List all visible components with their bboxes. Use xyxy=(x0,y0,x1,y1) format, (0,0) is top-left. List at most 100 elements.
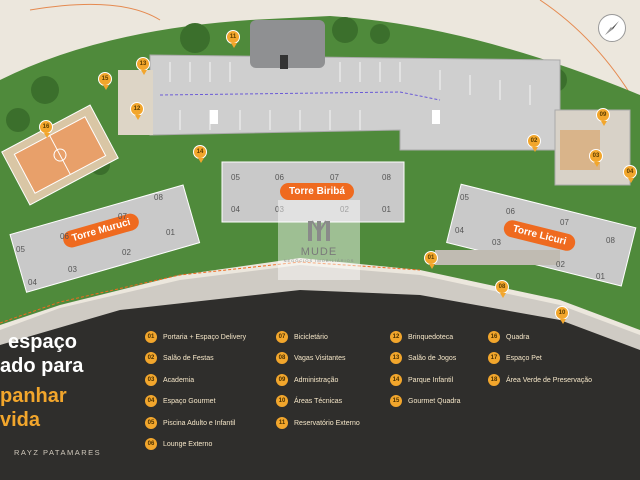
unit-number: 03 xyxy=(68,265,77,274)
legend-number: 10 xyxy=(276,395,288,407)
map-marker-16[interactable]: 16 xyxy=(39,120,53,138)
watermark-subtitle: NEGÓCIOS IMOBILIÁRIOS xyxy=(283,257,355,263)
legend-number: 03 xyxy=(145,374,157,386)
unit-number: 03 xyxy=(492,238,501,247)
legend-label: Bicicletário xyxy=(294,333,328,341)
unit-number: 05 xyxy=(460,193,469,202)
legend-label: Lounge Externo xyxy=(163,440,213,448)
unit-number: 07 xyxy=(560,218,569,227)
legend-number: 13 xyxy=(390,352,402,364)
tower-muruci-footprint xyxy=(9,184,201,293)
legend-label: Piscina Adulto e Infantil xyxy=(163,419,236,427)
map-marker-03[interactable]: 03 xyxy=(589,149,603,167)
legend-item: 08 Vagas Visitantes xyxy=(276,352,346,364)
legend-number: 12 xyxy=(390,331,402,343)
unit-number: 05 xyxy=(231,173,240,182)
unit-number: 06 xyxy=(506,207,515,216)
sports-court xyxy=(1,104,119,206)
mude-logo-icon xyxy=(308,219,330,241)
map-marker-12[interactable]: 12 xyxy=(130,102,144,120)
map-marker-10[interactable]: 10 xyxy=(555,306,569,324)
unit-number: 08 xyxy=(382,173,391,182)
legend-number: 04 xyxy=(145,395,157,407)
unit-number: 04 xyxy=(28,278,37,287)
parking-stalls xyxy=(169,62,531,130)
legend-number: 06 xyxy=(145,438,157,450)
map-marker-15[interactable]: 15 xyxy=(98,72,112,90)
map-marker-13[interactable]: 13 xyxy=(136,57,150,75)
headline-line-1: espaço xyxy=(8,331,77,353)
legend-item: 13 Salão de Jogos xyxy=(390,352,456,364)
watermark: MUDE NEGÓCIOS IMOBILIÁRIOS xyxy=(278,200,360,280)
legend-item: 10 Áreas Técnicas xyxy=(276,395,342,407)
legend-number: 17 xyxy=(488,352,500,364)
legend-item: 15 Gourmet Quadra xyxy=(390,395,461,407)
legend-number: 15 xyxy=(390,395,402,407)
parked-car xyxy=(280,55,288,69)
legend-label: Salão de Jogos xyxy=(408,354,457,362)
boundary-line xyxy=(29,3,161,21)
legend-number: 01 xyxy=(145,331,157,343)
unit-number: 06 xyxy=(275,173,284,182)
parked-car xyxy=(210,110,218,124)
unit-number: 08 xyxy=(606,236,615,245)
legend-item: 06 Lounge Externo xyxy=(145,438,212,450)
legend-number: 11 xyxy=(276,417,288,429)
legend-label: Vagas Visitantes xyxy=(294,354,346,362)
brand-name: RAYZ PATAMARES xyxy=(14,448,102,457)
legend-label: Área Verde de Preservação xyxy=(506,376,592,384)
legend-number: 18 xyxy=(488,374,500,386)
legend-label: Gourmet Quadra xyxy=(408,397,461,405)
unit-number: 07 xyxy=(118,212,127,221)
unit-number: 02 xyxy=(556,260,565,269)
legend-item: 03 Academia xyxy=(145,374,194,386)
headline-line-4: vida xyxy=(0,409,41,431)
unit-number: 01 xyxy=(166,228,175,237)
map-marker-08[interactable]: 08 xyxy=(495,280,509,298)
reservoir-building xyxy=(250,20,325,68)
property-line xyxy=(0,261,421,324)
legend-label: Espaço Gourmet xyxy=(163,397,216,405)
unit-number: 01 xyxy=(382,205,391,214)
map-marker-14[interactable]: 14 xyxy=(193,145,207,163)
headline-line-3: panhar xyxy=(0,385,67,407)
driveway-line xyxy=(159,91,441,101)
map-marker-02[interactable]: 02 xyxy=(527,134,541,152)
legend-item: 04 Espaço Gourmet xyxy=(145,395,216,407)
map-marker-01[interactable]: 01 xyxy=(424,251,438,269)
legend-number: 07 xyxy=(276,331,288,343)
unit-number: 06 xyxy=(60,232,69,241)
parked-car xyxy=(432,110,440,124)
compass-icon xyxy=(598,14,626,42)
legend-number: 02 xyxy=(145,352,157,364)
legend-label: Brinquedoteca xyxy=(408,333,454,341)
legend-label: Áreas Técnicas xyxy=(294,397,343,405)
legend-label: Academia xyxy=(163,376,195,384)
unit-number: 08 xyxy=(154,193,163,202)
unit-number: 03 xyxy=(275,205,284,214)
tower-biriba-label: Torre Biribá xyxy=(280,183,354,200)
legend-label: Administração xyxy=(294,376,339,384)
map-marker-09[interactable]: 09 xyxy=(596,108,610,126)
ramp xyxy=(435,250,560,265)
legend-item: 12 Brinquedoteca xyxy=(390,331,453,343)
watermark-name: MUDE xyxy=(300,245,338,258)
unit-number: 04 xyxy=(455,226,464,235)
unit-number: 04 xyxy=(231,205,240,214)
bottom-panel xyxy=(0,290,640,480)
unit-number: 01 xyxy=(596,272,605,281)
unit-number: 07 xyxy=(330,173,339,182)
unit-number: 02 xyxy=(122,248,131,257)
map-marker-04[interactable]: 04 xyxy=(623,165,637,183)
unit-number: 05 xyxy=(16,245,25,254)
map-marker-11[interactable]: 11 xyxy=(226,30,240,48)
legend-label: Quadra xyxy=(506,333,530,341)
legend-number: 08 xyxy=(276,352,288,364)
